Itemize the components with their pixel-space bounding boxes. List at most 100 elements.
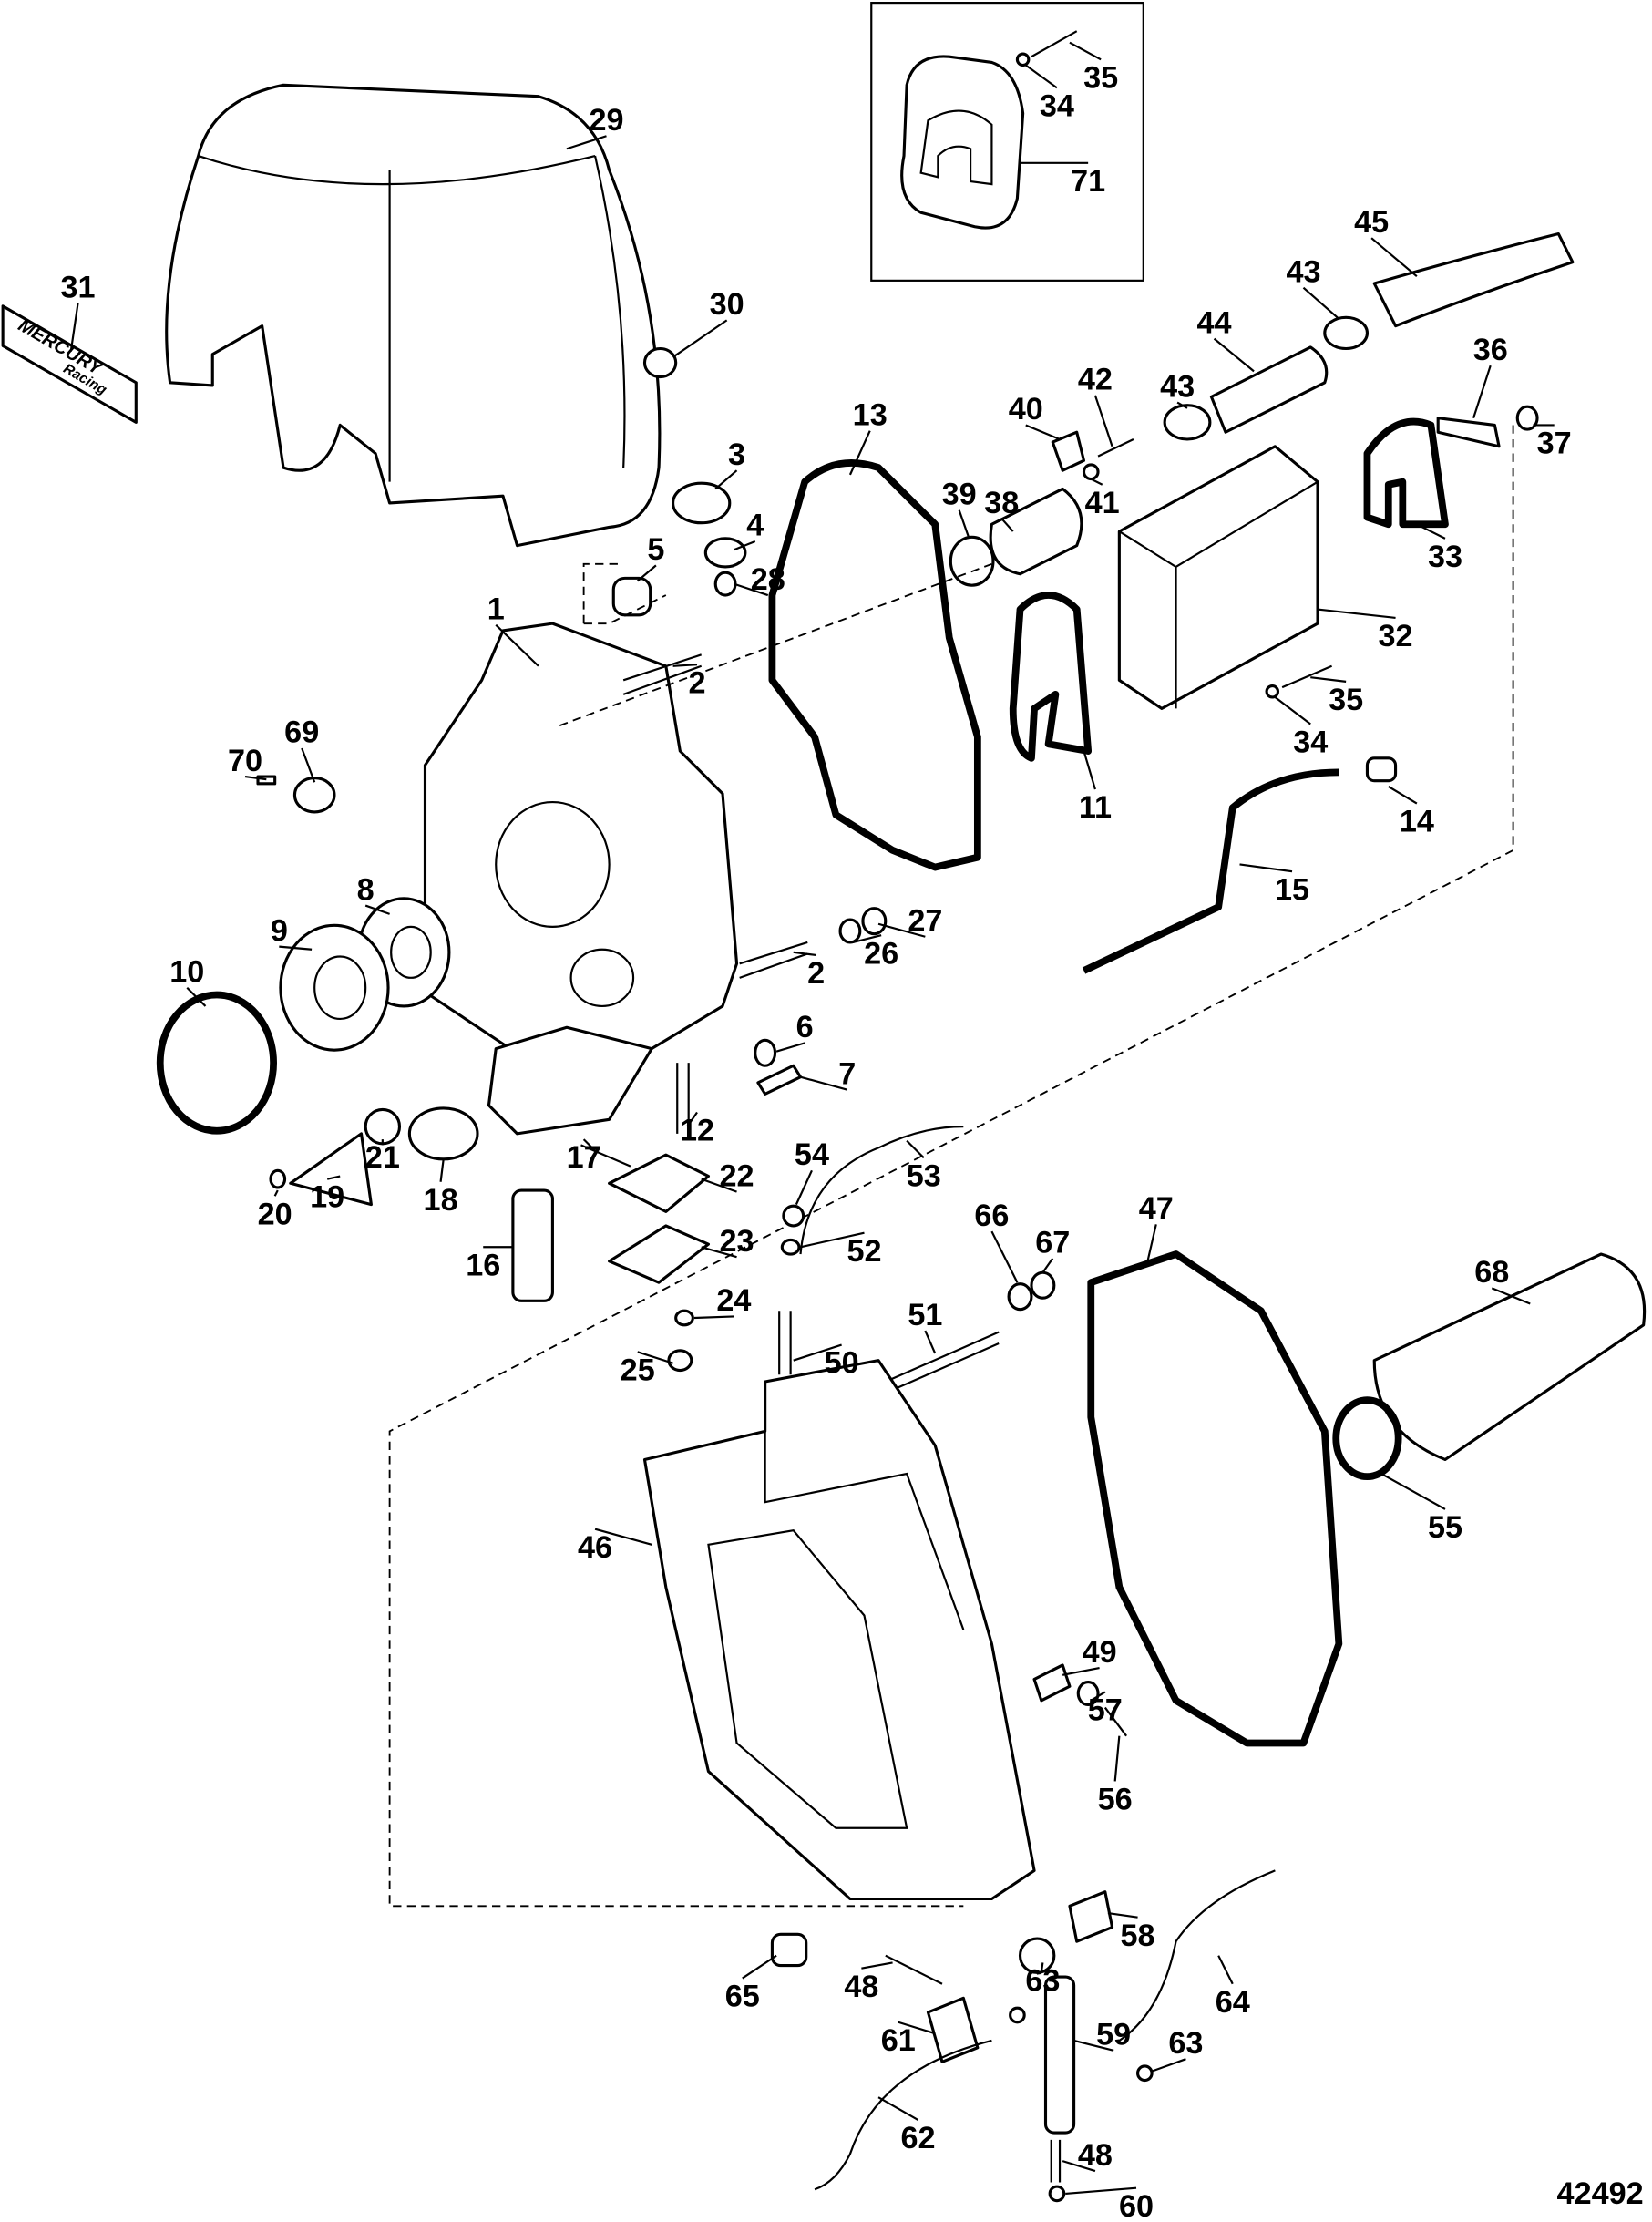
callout-43: 43 [1286,254,1320,289]
part-70-screw [256,775,277,786]
leader-line-35 [1069,41,1102,61]
leader-line-29 [566,135,607,150]
callout-46: 46 [578,1530,612,1565]
callout-26: 26 [864,936,898,971]
callout-17: 17 [567,1140,601,1175]
leader-line-45 [1370,237,1418,278]
leader-line-17 [582,1138,596,1152]
leader-line-22 [701,1178,737,1193]
housing-bore [495,800,611,928]
callout-64: 64 [1216,1985,1250,2020]
part-71-plate-gasket [900,55,1025,230]
callout-34: 34 [1040,88,1074,123]
callout-70: 70 [228,744,262,778]
part-40-clip [1051,430,1086,472]
part-4-seal [703,537,747,569]
leader-line-47 [1146,1224,1157,1262]
part-37-nut [1515,405,1539,431]
part-45-elbow [1372,231,1575,328]
part-11-gasket [1009,592,1093,762]
part-56-screw [1103,1706,1127,1737]
leader-line-19 [326,1175,341,1180]
callout-63: 63 [1025,1964,1060,1999]
callout-43: 43 [1160,369,1195,404]
callout-42: 42 [1078,363,1113,397]
callout-35: 35 [1083,60,1118,95]
callout-51: 51 [908,1298,942,1332]
part-5-bushing [611,576,652,617]
leader-line-51 [924,1330,937,1354]
leader-line-50 [793,1343,842,1362]
leader-line-57 [1090,1691,1106,1702]
callout-68: 68 [1474,1255,1509,1290]
leader-line-15 [1239,863,1293,873]
leader-line-63 [1150,2058,1186,2073]
leader-line-48 [1062,2160,1096,2173]
part-44-hose [1209,345,1329,434]
leader-line-31 [69,303,79,352]
part-28-washer [713,571,737,597]
part-39-gasket [949,535,995,587]
seal-inner [390,925,432,979]
leader-line-39 [958,509,970,540]
callout-10: 10 [169,955,204,990]
leader-line-13 [848,430,871,476]
leader-line-6 [775,1042,805,1053]
part-21-clamp [364,1107,402,1146]
part-2-stud-lower [739,941,808,979]
leader-line-56 [1113,1735,1121,1782]
housing-side [764,1431,965,1630]
callout-34: 34 [1293,725,1328,760]
part-23-sensor [608,1224,711,1284]
leader-line-46 [594,1528,652,1546]
figure-number: 42492 [1557,2176,1644,2211]
part-9-bearing [279,923,390,1052]
part-69-cover [292,777,336,814]
leader-lines [69,41,1555,2195]
leader-line-34 [1274,696,1311,725]
callout-62: 62 [901,2121,936,2155]
leader-line-25 [637,1351,673,1364]
callout-30: 30 [710,287,744,322]
housing-yoke [487,1025,653,1136]
cover-edge [198,154,626,482]
leader-line-4 [734,540,756,551]
callout-28: 28 [751,562,785,597]
callout-67: 67 [1035,1225,1070,1260]
callout-48: 48 [844,1970,878,2004]
callout-25: 25 [621,1353,655,1387]
callout-35: 35 [1329,683,1363,717]
leader-line-52 [800,1231,865,1249]
part-66-washer [1007,1282,1033,1312]
part-30-nut [642,346,678,379]
callout-54: 54 [795,1137,829,1172]
leader-line-53 [906,1139,925,1159]
callout-50: 50 [825,1346,859,1381]
callout-59: 59 [1096,2018,1131,2052]
callout-3: 3 [728,437,745,472]
callout-61: 61 [881,2023,916,2058]
part-34-washer-inset [1015,52,1031,67]
part-22-gasket [608,1153,711,1213]
leader-line-11 [1083,750,1096,790]
leader-line-32 [1317,608,1396,619]
part-7-fitting [756,1064,803,1096]
part-60-nut [1048,2185,1066,2203]
callout-36: 36 [1473,333,1508,367]
callout-56: 56 [1098,1783,1133,1817]
part-16-pin [511,1188,554,1302]
leader-line-59 [1073,2039,1114,2052]
callout-2: 2 [807,956,825,991]
part-13-gasket [768,459,981,871]
leader-line-12 [686,1111,698,1127]
part-48-stud-upper [885,1954,943,1985]
leader-line-63 [1040,1962,1044,1973]
callout-55: 55 [1428,1510,1462,1545]
leader-line-30 [672,319,728,358]
part-15-hose [1082,768,1339,974]
part-63-bushing [1018,1937,1056,1974]
leader-line-26 [852,934,882,944]
dash-guide-2 [388,425,1514,1908]
